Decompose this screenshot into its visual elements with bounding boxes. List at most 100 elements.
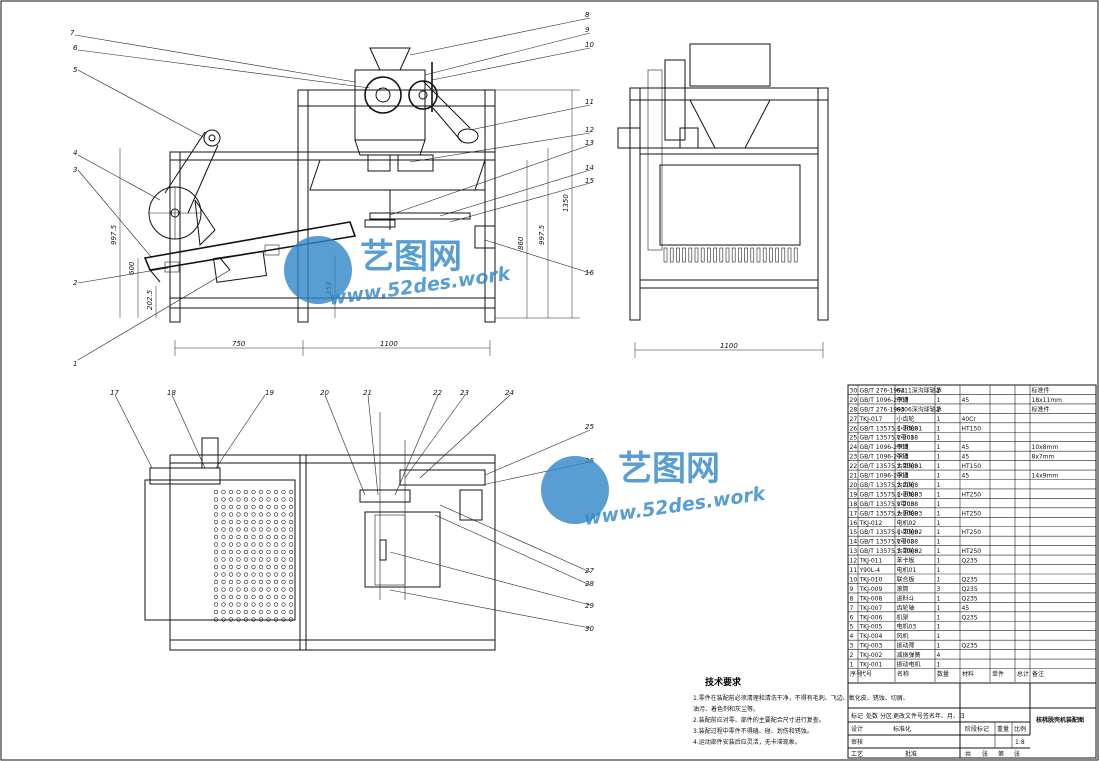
bom-cell: 11 bbox=[850, 567, 858, 574]
bom-cell: 联合板 bbox=[897, 575, 915, 583]
perforation-hole bbox=[258, 504, 264, 510]
perforation-hole bbox=[273, 512, 279, 517]
perforation-hole bbox=[213, 519, 219, 525]
bom-cell: 1 bbox=[937, 662, 941, 669]
bom-cell: 1 bbox=[937, 548, 941, 555]
perforation-hole bbox=[236, 602, 241, 607]
top-view: 17 18 19 20 21 22 23 24 25 26 27 28 29 3… bbox=[110, 389, 594, 651]
perforation-hole bbox=[266, 617, 271, 622]
tech-line-2: 油污、着色剂和灰尘等。 bbox=[693, 705, 759, 713]
bom-cell: 28 bbox=[850, 406, 858, 413]
bom-cell: GB/T 276-1994 bbox=[860, 387, 905, 394]
bom-cell: 标准件 bbox=[1032, 386, 1050, 394]
perforation-hole bbox=[213, 579, 219, 585]
bom-cell: GB/T 13575.1-2008 bbox=[860, 510, 919, 517]
bom-cell: 6211深沟球轴承 bbox=[897, 386, 942, 394]
bom-cell: 苯卡板 bbox=[897, 557, 915, 565]
tb-date: 年、月、日 bbox=[935, 712, 965, 720]
perforation-hole bbox=[221, 609, 226, 615]
perforation-hole bbox=[228, 534, 234, 540]
bom-cell: HT250 bbox=[962, 548, 982, 555]
perforation-hole bbox=[236, 534, 241, 540]
perforation-hole bbox=[273, 609, 279, 615]
perforation-hole bbox=[258, 489, 264, 495]
perforation-hole bbox=[251, 609, 256, 615]
watermark-upper: 艺图网 www.52des.work bbox=[284, 236, 513, 310]
balloon-12: 12 bbox=[585, 126, 594, 134]
balloon-8: 8 bbox=[585, 11, 590, 19]
bom-cell: 8x7mm bbox=[1032, 454, 1055, 461]
bom-cell: 14x9mm bbox=[1032, 473, 1059, 480]
bom-cell: TKJ-003 bbox=[859, 643, 883, 650]
bom-cell: Q235 bbox=[962, 586, 978, 593]
tb-sheet: 张 bbox=[1014, 750, 1020, 758]
perforation-hole bbox=[221, 564, 226, 570]
bom-cell: 平键 bbox=[897, 472, 909, 480]
perforation-hole bbox=[258, 542, 264, 547]
perforation-hole bbox=[243, 519, 249, 525]
perforation-hole bbox=[221, 489, 226, 495]
perforation-hole bbox=[213, 512, 219, 517]
bom-cell: 进料斗 bbox=[897, 594, 915, 602]
bom-header-cell: 序号 bbox=[850, 670, 862, 678]
perforation-hole bbox=[258, 572, 264, 577]
perforation-hole bbox=[228, 609, 234, 615]
grill-slot bbox=[750, 247, 755, 263]
perforation-hole bbox=[213, 602, 219, 607]
perforation-hole bbox=[221, 572, 226, 577]
front-view: 750 1100 997.5 600 202.5 353 860 997.5 1… bbox=[70, 11, 594, 368]
perforation-hole bbox=[228, 489, 234, 495]
perforation-hole bbox=[213, 497, 219, 502]
perforation-hole bbox=[236, 489, 241, 495]
grill-slot bbox=[781, 247, 786, 263]
bom-header-cell: 数量 bbox=[937, 670, 949, 678]
perforation-hole bbox=[288, 489, 294, 495]
bom-cell: 17 bbox=[850, 510, 858, 517]
grill-slot bbox=[669, 247, 674, 263]
grill-slot bbox=[738, 247, 742, 263]
perforation-hole bbox=[243, 557, 249, 562]
bom-cell: 平键 bbox=[897, 443, 909, 451]
perforation-hole bbox=[281, 542, 286, 547]
grill-slot bbox=[676, 247, 680, 263]
perforation-hole bbox=[213, 489, 219, 495]
tb-no: 第 bbox=[998, 750, 1004, 758]
bom-cell: GB/T 1096-2003 bbox=[860, 473, 909, 480]
bom-cell: 1 bbox=[937, 491, 941, 498]
bom-cell: 1 bbox=[937, 567, 941, 574]
bom-cell: 21 bbox=[850, 473, 858, 480]
bom-cell: 平键 bbox=[897, 453, 909, 461]
perforation-hole bbox=[243, 617, 249, 622]
perforation-hole bbox=[288, 594, 294, 600]
perforation-hole bbox=[221, 519, 226, 525]
balloon-4: 4 bbox=[73, 149, 77, 157]
bom-cell: 1 bbox=[937, 605, 941, 612]
side-view: 1100 bbox=[617, 43, 829, 358]
perforation-hole bbox=[236, 587, 241, 592]
balloon-17: 17 bbox=[110, 389, 119, 397]
bom-cell: 30 bbox=[850, 387, 858, 394]
perforation-hole bbox=[236, 564, 241, 570]
bom-cell: GB/T 13575.1-2008 bbox=[860, 482, 919, 489]
bom-cell: HT150 bbox=[962, 425, 982, 432]
perforation-hole bbox=[243, 534, 249, 540]
perforation-hole bbox=[236, 579, 241, 585]
tb-review: 审核 bbox=[851, 738, 863, 746]
balloon-18: 18 bbox=[167, 389, 176, 397]
perforation-hole bbox=[221, 542, 226, 547]
perforation-hole bbox=[213, 504, 219, 510]
perforation-hole bbox=[236, 519, 241, 525]
perforation-hole bbox=[221, 579, 226, 585]
perforation-hole bbox=[221, 497, 226, 502]
tb-scale: 1:8 bbox=[1015, 739, 1025, 746]
bom-cell: 8 bbox=[850, 595, 854, 602]
balloon-13: 13 bbox=[585, 139, 594, 147]
bom-cell: TKJ-010 bbox=[859, 576, 883, 583]
perforation-hole bbox=[243, 512, 249, 517]
grill-slot bbox=[731, 247, 736, 263]
tb-scale-label: 比例 bbox=[1014, 725, 1026, 733]
perforation-hole bbox=[266, 527, 271, 532]
perforation-hole bbox=[266, 549, 271, 555]
bom-cell: 大带轮02 bbox=[897, 547, 923, 555]
perforation-hole bbox=[281, 594, 286, 600]
